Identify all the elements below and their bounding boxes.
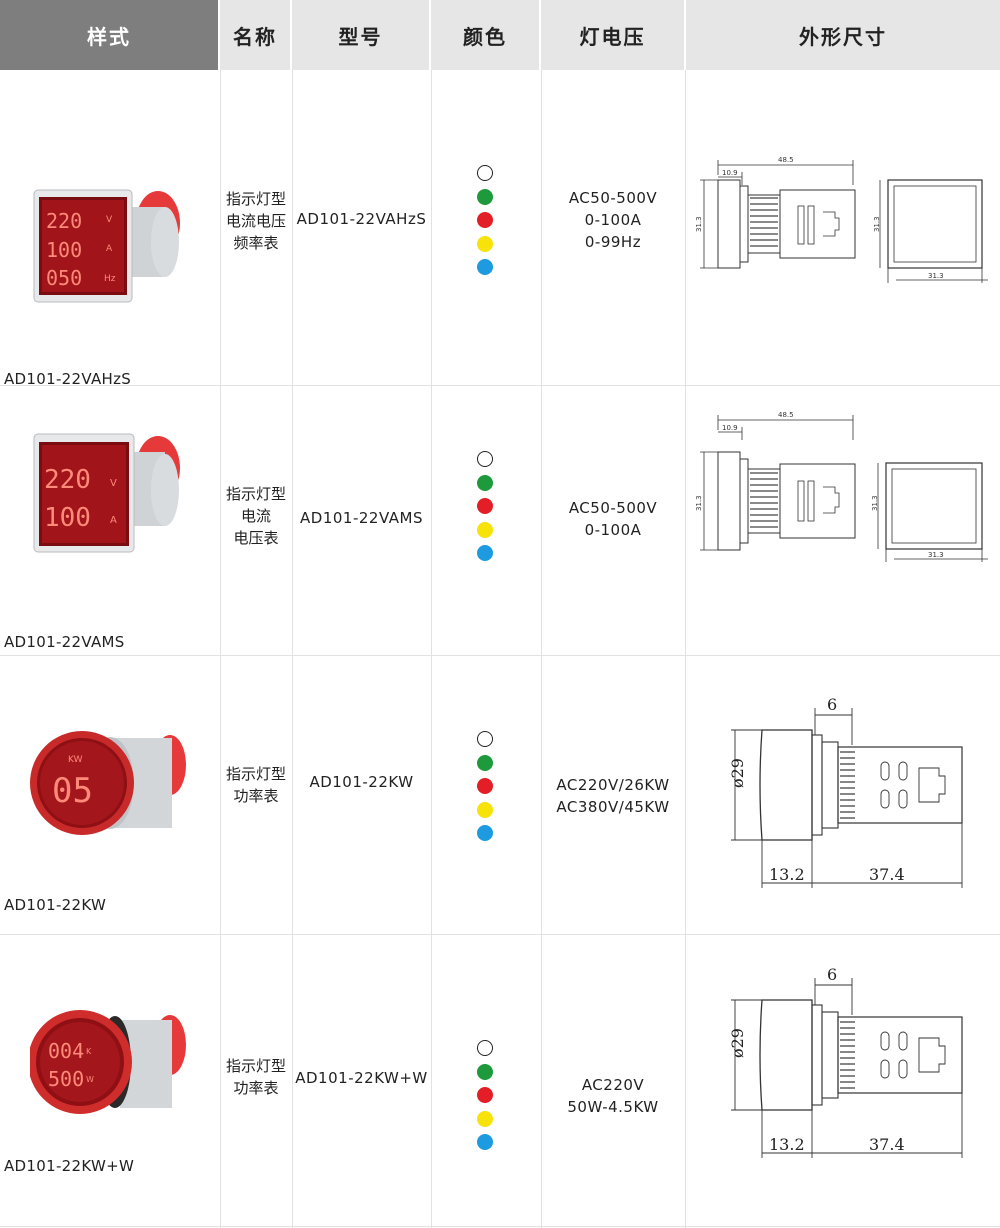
display-digits: 100: [46, 238, 82, 262]
green-dot-icon: [477, 754, 493, 771]
product-name: 指示灯型 电流 电压表: [225, 485, 286, 547]
yellow-dot-icon: [477, 521, 493, 538]
svg-text:ø29: ø29: [728, 1028, 747, 1058]
dimension-drawing-round: 6 ø29 13.2 37.4: [728, 695, 963, 888]
red-dot-icon: [477, 1087, 493, 1103]
display-unit: A: [110, 515, 117, 526]
blue-dot-icon: [477, 545, 493, 561]
color-options: [477, 731, 495, 849]
svg-text:13.2: 13.2: [769, 1135, 805, 1154]
row-divider: [0, 1226, 1000, 1227]
green-dot-icon: [477, 1063, 493, 1080]
svg-text:48.5: 48.5: [778, 156, 794, 164]
display-digits: 100: [44, 503, 91, 533]
svg-text:37.4: 37.4: [869, 1135, 905, 1154]
yellow-dot-icon: [477, 801, 493, 818]
display-unit: W: [86, 1075, 94, 1084]
product-caption: AD101-22VAHzS: [4, 370, 132, 388]
svg-text:31.3: 31.3: [871, 495, 879, 511]
yellow-dot-icon: [477, 1110, 493, 1127]
green-dot-icon: [477, 188, 493, 205]
blue-dot-icon: [477, 259, 493, 275]
svg-text:6: 6: [827, 965, 837, 984]
svg-text:31.3: 31.3: [695, 495, 703, 511]
column-divider: [541, 70, 542, 1228]
svg-text:37.4: 37.4: [869, 865, 905, 884]
white-dot-icon: [477, 1040, 493, 1056]
row-divider: [0, 934, 1000, 935]
product-photo-square-vahz: 220 100 050 V A Hz: [33, 189, 180, 303]
dimension-drawing-round: 6 ø29 13.2 37.4: [728, 965, 963, 1158]
display-digits: 004: [48, 1039, 84, 1063]
red-dot-icon: [477, 498, 493, 514]
display-unit: V: [106, 215, 113, 225]
yellow-dot-icon: [477, 235, 493, 252]
row-divider: [0, 385, 1000, 386]
svg-text:48.5: 48.5: [778, 411, 794, 419]
display-digits: 050: [46, 266, 82, 290]
product-photo-round-kw: KW 05: [30, 731, 186, 835]
display-unit: Hz: [104, 274, 116, 284]
color-options: [477, 165, 495, 283]
column-divider: [685, 70, 686, 1228]
display-unit: K: [86, 1047, 92, 1056]
display-unit: KW: [68, 755, 83, 765]
svg-text:13.2: 13.2: [769, 865, 805, 884]
svg-text:31.3: 31.3: [873, 216, 881, 232]
header-model: 型号: [292, 0, 431, 70]
header-name: 名称: [220, 0, 292, 70]
svg-text:31.3: 31.3: [928, 272, 944, 280]
blue-dot-icon: [477, 825, 493, 841]
svg-text:6: 6: [827, 695, 837, 714]
product-caption: AD101-22KW+W: [4, 1157, 135, 1175]
header-style: 样式: [0, 0, 220, 70]
column-divider: [220, 70, 221, 1228]
svg-text:ø29: ø29: [728, 758, 747, 788]
svg-text:10.9: 10.9: [722, 424, 738, 432]
svg-text:10.9: 10.9: [722, 169, 738, 177]
display-digits: 500: [48, 1067, 84, 1091]
color-options: [477, 451, 495, 569]
product-caption: AD101-22VAMS: [4, 633, 125, 651]
lamp-voltage: AC220V/26KW AC380V/45KW: [556, 776, 670, 816]
product-photo-square-vams: 220 100 V A: [33, 433, 180, 553]
lamp-voltage: AC220V 50W-4.5KW: [567, 1076, 659, 1116]
display-digits: 05: [52, 771, 93, 811]
column-divider: [431, 70, 432, 1228]
product-caption: AD101-22KW: [4, 896, 107, 914]
white-dot-icon: [477, 451, 493, 467]
dimension-drawing-square: 48.5 10.9 31.3 31.3 31.3: [695, 156, 988, 283]
lamp-voltage: AC50-500V 0-100A 0-99Hz: [568, 189, 658, 251]
product-name: 指示灯型 功率表: [225, 765, 286, 805]
display-unit: A: [106, 244, 113, 254]
display-unit: V: [110, 478, 117, 489]
product-model: AD101-22VAMS: [300, 509, 423, 527]
color-options: [477, 1040, 495, 1158]
svg-text:31.3: 31.3: [928, 551, 944, 559]
red-dot-icon: [477, 212, 493, 228]
product-photo-round-kww: 004 500 K W: [30, 1010, 186, 1114]
product-name: 指示灯型 电流电压 频率表: [225, 190, 286, 252]
red-dot-icon: [477, 778, 493, 794]
product-model: AD101-22VAHzS: [296, 210, 427, 228]
green-dot-icon: [477, 474, 493, 491]
product-model: AD101-22KW+W: [295, 1069, 428, 1087]
display-digits: 220: [46, 209, 82, 233]
white-dot-icon: [477, 731, 493, 747]
blue-dot-icon: [477, 1134, 493, 1150]
lamp-voltage: AC50-500V 0-100A: [568, 499, 658, 539]
display-digits: 220: [44, 465, 91, 495]
product-name: 指示灯型 功率表: [225, 1057, 286, 1097]
white-dot-icon: [477, 165, 493, 181]
dimension-drawing-square: 48.5 10.9 31.3 31.3 31.3: [695, 411, 988, 562]
svg-text:31.3: 31.3: [695, 216, 703, 232]
header-dimensions: 外形尺寸: [686, 0, 1000, 70]
header-voltage: 灯电压: [541, 0, 686, 70]
header-color: 颜色: [431, 0, 541, 70]
row-divider: [0, 655, 1000, 656]
product-model: AD101-22KW: [309, 773, 414, 791]
table-header: 样式 名称 型号 颜色 灯电压 外形尺寸: [0, 0, 1000, 70]
column-divider: [292, 70, 293, 1228]
